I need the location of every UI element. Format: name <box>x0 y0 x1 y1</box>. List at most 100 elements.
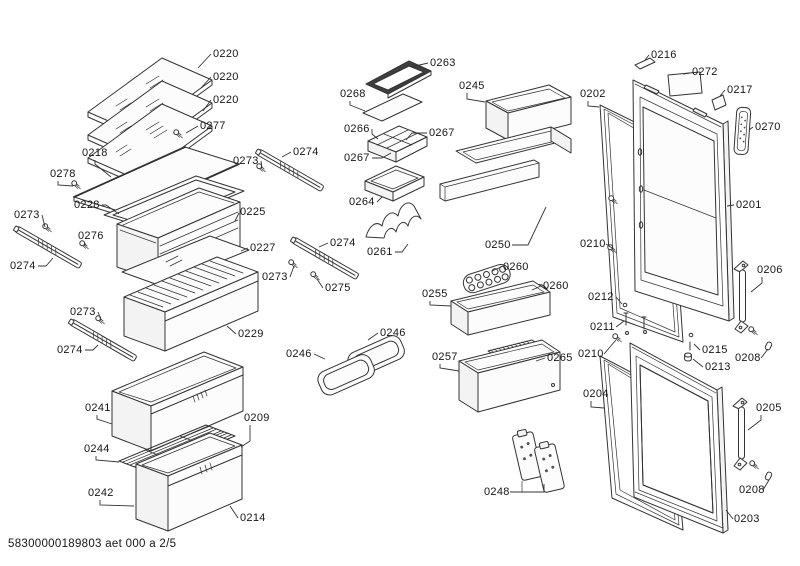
shelf-frame-0263 <box>365 60 432 99</box>
leader-line-0264 <box>376 196 383 203</box>
part-label-0202: 0202 <box>580 88 606 100</box>
leader-line-0211 <box>615 320 625 328</box>
part-label-0273: 0273 <box>14 209 40 221</box>
leader-line-0275 <box>316 278 324 289</box>
freezer-drawer-0242 <box>135 432 243 532</box>
leader-line-0248 <box>510 484 545 493</box>
leader-line-0273 <box>41 214 46 228</box>
leader-line-0257 <box>439 364 460 372</box>
part-label-0245: 0245 <box>459 80 485 92</box>
glass-0268 <box>362 93 423 122</box>
door-bin-0255 <box>450 280 551 336</box>
leader-line-0208 <box>760 348 769 359</box>
part-label-0268: 0268 <box>340 88 366 100</box>
leader-line-0261 <box>395 243 409 253</box>
upper-door-0201 <box>632 79 735 322</box>
part-label-0274: 0274 <box>293 146 319 158</box>
part-label-0278: 0278 <box>50 168 76 180</box>
part-label-0242: 0242 <box>88 487 114 499</box>
leader-line-0246 <box>367 332 379 341</box>
leader-line-0241 <box>96 415 113 425</box>
leader-line-0217 <box>719 89 726 97</box>
part-label-0205: 0205 <box>756 402 782 414</box>
leader-line-0273 <box>289 265 295 278</box>
part-label-0215: 0215 <box>702 344 728 356</box>
bottle-rack-0261 <box>365 202 422 239</box>
part-label-0201: 0201 <box>736 199 762 211</box>
part-label-0204: 0204 <box>583 388 609 400</box>
part-label-0214: 0214 <box>240 512 266 524</box>
part-label-0228: 0228 <box>74 199 100 211</box>
leader-line-0278 <box>57 181 74 187</box>
part-label-0206: 0206 <box>757 264 783 276</box>
leader-line-0250 <box>512 206 547 246</box>
leader-line-0260 <box>531 285 542 291</box>
leader-line-0216 <box>644 54 650 61</box>
part-label-0248: 0248 <box>484 486 510 498</box>
leader-line-0228 <box>102 204 120 215</box>
leader-line-0274 <box>318 242 329 248</box>
part-label-0250: 0250 <box>485 239 511 251</box>
leader-line-0246 <box>313 353 326 360</box>
leader-line-0274 <box>38 257 54 267</box>
part-label-0218: 0218 <box>82 147 108 159</box>
part-label-0273: 0273 <box>70 306 96 318</box>
leader-line-0260 <box>491 266 502 272</box>
leader-line-0242 <box>99 500 135 507</box>
leader-line-0206 <box>750 277 763 293</box>
leader-line-0209 <box>240 425 251 448</box>
leader-line-0220 <box>200 76 212 89</box>
part-label-0267: 0267 <box>344 152 370 164</box>
leader-line-0244 <box>95 456 120 463</box>
part-label-0270: 0270 <box>755 121 781 133</box>
part-label-0211: 0211 <box>590 321 615 333</box>
lower-door-0203 <box>629 342 729 534</box>
door-bin-0245 <box>485 84 572 141</box>
leader-line-0270 <box>748 126 754 131</box>
part-label-0276: 0276 <box>78 230 104 242</box>
leader-line-0255 <box>429 301 452 307</box>
part-label-0217: 0217 <box>727 84 753 96</box>
part-label-0261: 0261 <box>367 246 393 258</box>
part-label-0227: 0227 <box>250 242 276 254</box>
part-label-0263: 0263 <box>430 57 456 69</box>
leader-line-0227 <box>240 247 249 252</box>
part-label-0266: 0266 <box>344 123 370 135</box>
leader-line-0229 <box>226 325 237 335</box>
leader-line-0263 <box>410 62 429 68</box>
leader-line-0267 <box>372 152 392 159</box>
leader-line-0245 <box>466 93 486 103</box>
part-label-0208: 0208 <box>735 352 761 364</box>
leader-line-0210 <box>603 339 617 355</box>
tray-0264 <box>364 165 425 202</box>
part-label-0220: 0220 <box>213 71 239 83</box>
leader-line-0212 <box>615 296 623 305</box>
hinge-cap-0217 <box>711 94 727 111</box>
leader-line-0267 <box>405 132 427 141</box>
leader-line-0273 <box>260 160 263 169</box>
part-label-0265: 0265 <box>547 352 573 364</box>
leader-line-0208 <box>762 479 770 491</box>
glass-plate-0227 <box>121 235 250 287</box>
part-label-0272: 0272 <box>692 66 718 78</box>
part-label-0246: 0246 <box>380 327 406 339</box>
part-label-0257: 0257 <box>432 351 458 363</box>
leader-line-0204 <box>590 401 605 409</box>
part-label-0274: 0274 <box>57 344 83 356</box>
part-label-0210: 0210 <box>580 238 606 250</box>
leader-line-0273 <box>97 311 102 321</box>
part-label-0246: 0246 <box>286 348 312 360</box>
part-label-0220: 0220 <box>213 48 239 60</box>
part-label-0273: 0273 <box>262 271 288 283</box>
part-label-0208: 0208 <box>739 484 765 496</box>
part-label-0216: 0216 <box>651 49 677 61</box>
leader-line-0210 <box>605 243 613 249</box>
leader-line-0205 <box>747 415 762 431</box>
leader-line-0202 <box>587 101 600 108</box>
leader-line-0266 <box>371 129 379 140</box>
leader-line-0277 <box>185 125 199 134</box>
part-label-0255: 0255 <box>422 288 448 300</box>
